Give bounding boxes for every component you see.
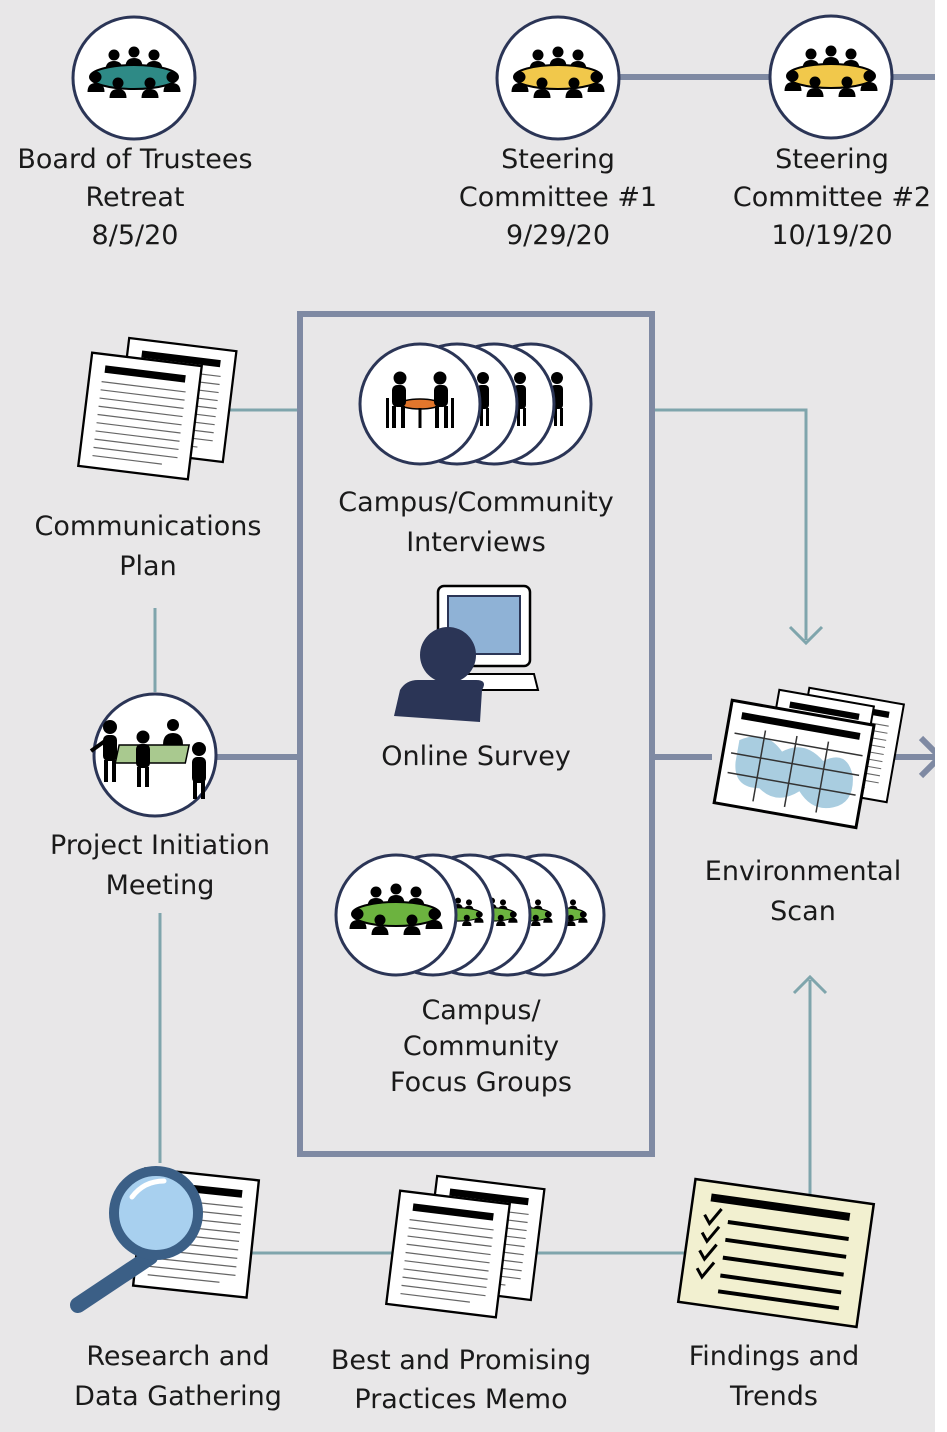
- checklist-icon: [676, 1177, 876, 1329]
- stakeholder-engagement-box: [297, 311, 655, 1157]
- committee-meeting-icon: [495, 15, 621, 141]
- focus-group-icon: [334, 853, 606, 977]
- online-survey-label: Online Survey: [381, 741, 571, 772]
- document-stack-icon: [386, 1176, 544, 1317]
- page-edge: [935, 0, 947, 1432]
- committee-meeting-icon: [768, 14, 894, 140]
- magnifier-document-icon: [70, 1166, 261, 1313]
- computer-user-icon: [394, 584, 540, 722]
- team-meeting-icon: [89, 692, 218, 818]
- meeting-table: [784, 45, 878, 97]
- interview-icon: [358, 342, 593, 466]
- board-meeting-icon: [71, 15, 197, 141]
- connectors: [153, 408, 828, 1255]
- document-stack-icon: [78, 338, 236, 479]
- map-report-icon: [712, 686, 905, 830]
- meeting-table: [511, 46, 605, 98]
- meeting-table: [349, 883, 443, 935]
- meeting-table: [87, 46, 181, 98]
